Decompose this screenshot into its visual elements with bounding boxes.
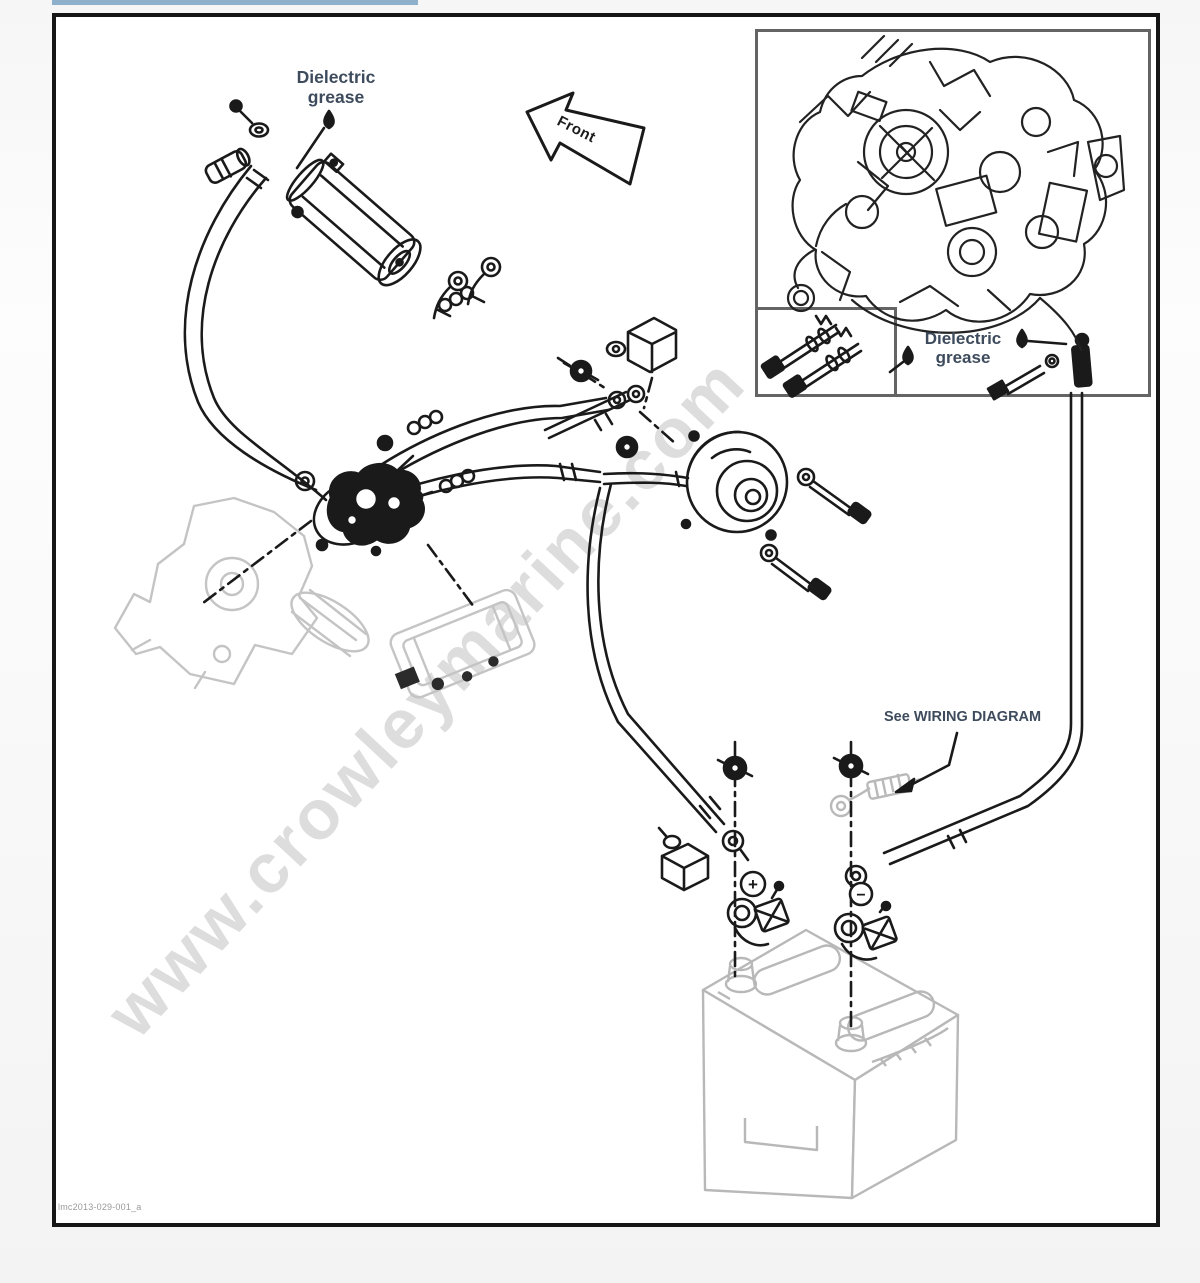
dielectric-grease-line1: Dielectric	[924, 329, 1002, 348]
see-wiring-diagram-label: See WIRING DIAGRAM	[884, 709, 1042, 725]
top-accent-bar	[52, 0, 418, 5]
dielectric-grease-line1: Dielectric	[296, 67, 376, 87]
figure-code: lmc2013-029-001_a	[58, 1202, 142, 1212]
fastener-subbox	[758, 307, 897, 394]
dielectric-grease-label-left: Dielectric grease	[279, 67, 393, 107]
dielectric-grease-line2: grease	[307, 86, 365, 107]
dielectric-grease-line2: grease	[935, 348, 991, 368]
dielectric-grease-label-right: Dielectric grease	[905, 329, 1021, 367]
